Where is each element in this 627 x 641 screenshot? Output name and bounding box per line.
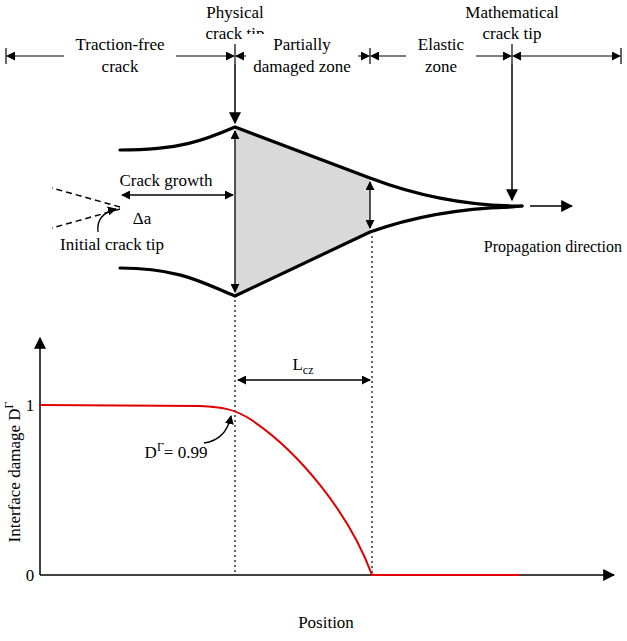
guide-lines	[235, 236, 372, 575]
symbol-index: cz	[303, 363, 314, 377]
tick-label: 0	[26, 565, 35, 586]
text-label: L	[292, 355, 302, 374]
text-label: Elastic zone	[418, 35, 464, 76]
text-label: = 0.99	[164, 443, 208, 462]
crack-faces	[120, 127, 522, 296]
propagation-label: Propagation direction	[484, 236, 622, 257]
initial-tip-label: Initial crack tip	[60, 234, 164, 255]
damage-value-label: DΓ= 0.99	[145, 442, 208, 463]
text-label: Interface damage D	[5, 408, 24, 542]
axis-title: Position	[298, 612, 354, 633]
zone-label: Elastic zone	[406, 34, 476, 78]
symbol-index: Γ	[157, 440, 164, 454]
initial-crack-lines	[52, 188, 120, 228]
propagation-arrow	[530, 205, 572, 207]
zone-label: Traction-free crack	[64, 34, 176, 78]
text-label: Position	[298, 613, 354, 632]
opening-arrows	[98, 131, 370, 292]
text-label: Propagation direction	[484, 238, 622, 255]
chart-axes	[40, 338, 614, 575]
text-label: D	[145, 443, 157, 462]
lcz-label: Lcz	[292, 354, 313, 375]
text-label: Δa	[133, 209, 151, 228]
text-label: 0	[26, 566, 35, 585]
damage-curve	[40, 405, 520, 575]
text-label: Partially damaged zone	[253, 35, 351, 76]
zone-label: Partially damaged zone	[246, 34, 358, 78]
axis-title: Interface damage DΓ	[4, 402, 25, 543]
delta-a-label: Δa	[133, 208, 151, 229]
symbol-index: Γ	[2, 402, 16, 409]
text-label: Crack growth	[119, 171, 212, 190]
text-label: Traction-free crack	[75, 35, 164, 76]
text-label: Mathematical crack tip	[465, 3, 558, 43]
crack-growth-label: Crack growth	[119, 170, 212, 191]
leader-line	[204, 416, 231, 443]
tick-label: 1	[26, 395, 35, 416]
text-label: Initial crack tip	[60, 235, 164, 254]
text-label: 1	[26, 396, 35, 415]
lcz-arrow	[238, 379, 370, 380]
